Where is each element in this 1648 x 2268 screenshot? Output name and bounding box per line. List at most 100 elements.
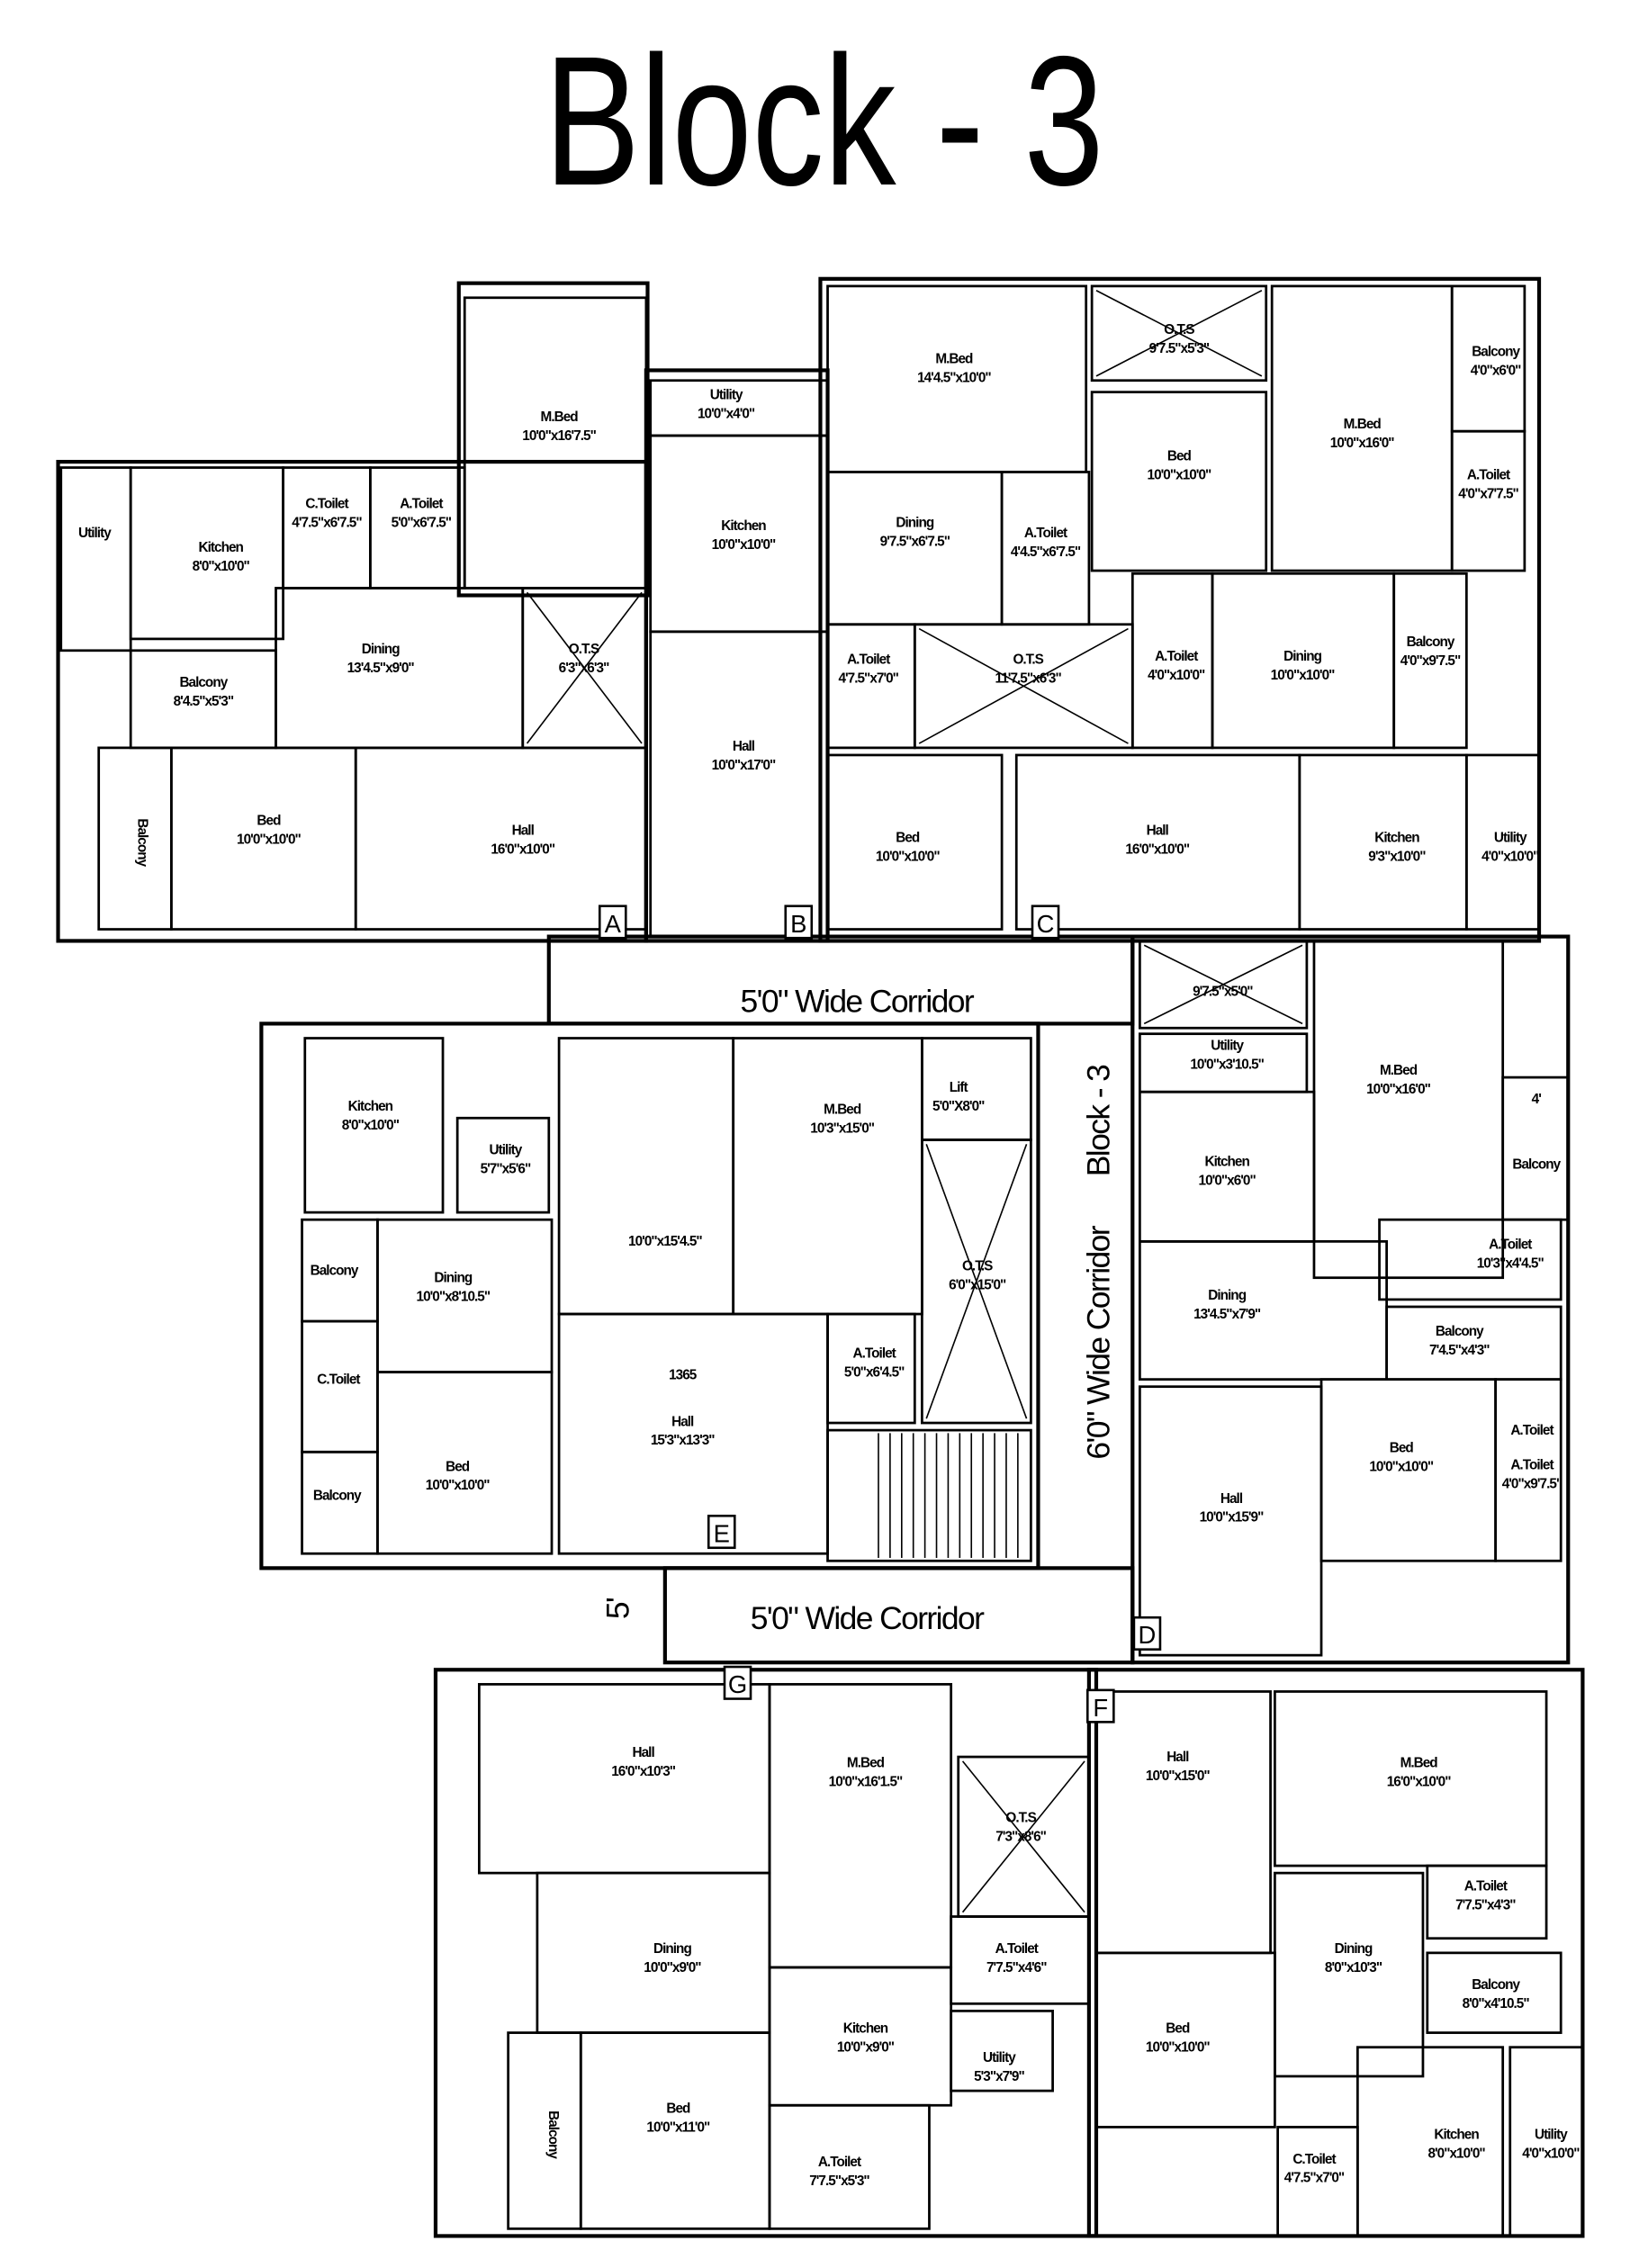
room-outline — [1426, 1864, 1548, 1940]
room-dimensions: 10'0"x9'0" — [837, 2040, 895, 2056]
room-dimensions: 9'3"x10'0" — [1368, 850, 1426, 865]
entrance-marker-f: F — [1086, 1688, 1115, 1724]
room-name: Lift — [950, 1080, 968, 1095]
room-dimensions: 9'7.5"x5'3" — [1149, 341, 1210, 356]
room-outline — [1378, 1218, 1562, 1301]
room-dimensions: 13'4.5"x9'0" — [347, 661, 415, 676]
room-dimensions: 8'0"x10'0" — [1427, 2146, 1485, 2161]
room-balcony: Balcony — [301, 1218, 379, 1323]
room-dimensions: 5'0"x6'4.5" — [844, 1364, 905, 1380]
room-dimensions: 8'0"x10'0" — [342, 1118, 400, 1133]
room-name: Kitchen — [199, 540, 244, 555]
room-name: M.Bed — [1344, 417, 1382, 432]
room-name: Dining — [896, 516, 933, 531]
room-a-toilet: A.Toilet 10'3"x4'4.5" — [1378, 1218, 1562, 1301]
room-name: Bed — [446, 1459, 470, 1474]
page-title: Block - 3 — [544, 18, 1104, 224]
entrance-letter: D — [1139, 1621, 1157, 1649]
room-name: A.Toilet — [847, 652, 890, 667]
staircase — [826, 1428, 1032, 1562]
room-name: Bed — [1167, 448, 1192, 464]
room-note: A.Toilet — [1510, 1423, 1553, 1438]
room-name: Hall — [733, 739, 755, 754]
room-dimensions: 9'7.5"x6'7.5" — [880, 535, 950, 550]
room-name: Dining — [434, 1271, 472, 1286]
room-dimensions: 4'0"x7'7.5" — [1458, 486, 1518, 501]
gap-dimension-label: 5' — [600, 1598, 636, 1619]
room-name: Balcony — [1472, 344, 1520, 359]
room-dimensions: 9'7.5"x5'0" — [1193, 985, 1253, 1000]
vertical-corridor-label: 6'0" Wide Corridor — [1080, 1225, 1116, 1459]
room-name: Balcony — [311, 1263, 359, 1278]
shaft-cross-line — [1095, 290, 1263, 377]
room-dimensions: 7'7.5"x4'3" — [1455, 1897, 1516, 1912]
room-dimensions: 10'0"x4'0" — [698, 407, 755, 422]
room-outline — [768, 1683, 953, 1969]
room-name: Balcony — [179, 675, 228, 690]
room-dimensions: 4'0"x10'0" — [1522, 2146, 1580, 2161]
room-name: Utility — [1494, 831, 1527, 846]
room-space: 10'0"x15'4.5" — [557, 1037, 735, 1316]
top-corridor-label: 5'0" Wide Corridor — [741, 983, 975, 1019]
room-name: Kitchen — [721, 518, 766, 534]
room-name: Kitchen — [1204, 1154, 1249, 1169]
room-name: C.Toilet — [1292, 2152, 1336, 2167]
room-dimensions: 10'0"x10'0" — [876, 850, 940, 865]
room-name: Balcony — [545, 2110, 561, 2159]
room-lift: Lift 5'0"X8'0" — [921, 1037, 1032, 1141]
room-dimensions: 10'0"x11'0" — [646, 2120, 710, 2135]
room-dimensions: 10'0"x8'10.5" — [417, 1290, 491, 1305]
entrance-marker-d: D — [1132, 1616, 1162, 1651]
room-name: Hall — [512, 824, 535, 839]
room-outline — [1094, 1951, 1276, 2128]
room-dimensions: 10'0"x16'1.5" — [829, 1774, 903, 1789]
room-name: M.Bed — [1380, 1063, 1418, 1078]
room-name: Kitchen — [348, 1099, 393, 1114]
room-name: A.Toilet — [1510, 1458, 1553, 1473]
room-outline — [732, 1037, 923, 1316]
room-dimensions: 6'3"x6'3" — [559, 661, 609, 676]
room-dimensions: 15'3"x13'3" — [651, 1433, 715, 1448]
room-outline — [1426, 1951, 1562, 2034]
room-name: M.Bed — [541, 410, 579, 425]
room-name: Utility — [710, 388, 743, 403]
room-o-t-s: O.T.S11'7.5"x6'3" — [913, 623, 1134, 750]
room-name: Utility — [490, 1143, 523, 1158]
room-dimensions: 10'0"x10'0" — [1148, 467, 1211, 482]
room-balcony: Balcony — [97, 746, 173, 931]
vertical-block-label: Block - 3 — [1080, 1065, 1116, 1176]
room-name: Balcony — [134, 818, 149, 867]
room-outline — [649, 434, 829, 634]
room-outline — [1312, 940, 1505, 1280]
room-name: Balcony — [1407, 634, 1455, 650]
room-name: A.Toilet — [1489, 1237, 1532, 1252]
room-dimensions: 10'3"x4'4.5" — [1477, 1256, 1544, 1271]
room-name: Bed — [896, 831, 920, 846]
room-name: Utility — [1535, 2127, 1568, 2142]
room-dimensions: 4'0"x9'7.5" — [1400, 653, 1461, 669]
room-dimensions: 5'0"X8'0" — [932, 1099, 985, 1114]
room-outline — [1392, 572, 1468, 750]
room-outline — [826, 623, 916, 750]
shaft-cross-line — [925, 1144, 1028, 1419]
room-name: Bed — [1166, 2021, 1190, 2037]
unit-d: 9'7.5"x5'0"Utility10'0"x3'10.5"Kitchen10… — [1139, 940, 1570, 1657]
